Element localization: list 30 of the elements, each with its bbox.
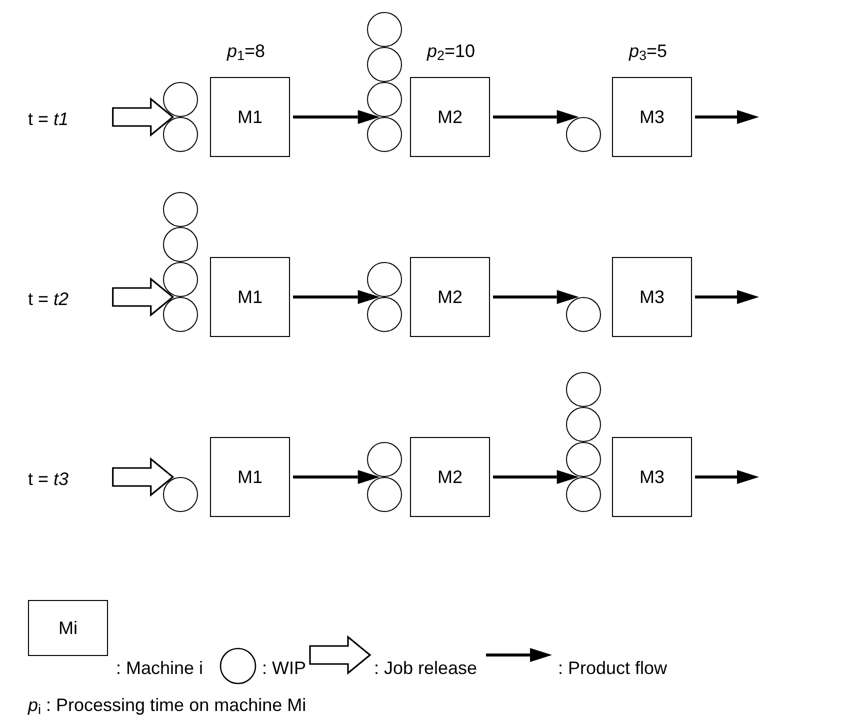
processing-time-label: p$_{3}$=5	[629, 40, 668, 65]
machine-box: M3	[612, 437, 692, 517]
legend-text: : Product flow	[558, 657, 668, 680]
job-release-arrow	[112, 97, 174, 137]
flow-arrow	[695, 470, 759, 484]
legend-text: : Machine i	[116, 657, 204, 680]
time-label: t = t3	[28, 468, 69, 491]
job-release-arrow	[112, 277, 174, 317]
flow-arrow	[493, 470, 579, 484]
job-release-arrow	[112, 457, 174, 497]
legend-text: : Job release	[374, 657, 478, 680]
time-label: t = t1	[28, 108, 69, 131]
flow-arrow	[493, 110, 579, 124]
flow-arrow	[695, 290, 759, 304]
flow-arrow	[493, 290, 579, 304]
legend-machine-sample: Mi	[28, 600, 108, 656]
machine-box: M1	[210, 437, 290, 517]
time-label: t = t2	[28, 288, 69, 311]
flow-arrow	[293, 290, 380, 304]
processing-time-label: p$_{2}$=10	[427, 40, 476, 65]
flow-arrow	[293, 110, 380, 124]
machine-box: M2	[410, 437, 490, 517]
machine-box: M3	[612, 257, 692, 337]
machine-box: M1	[210, 257, 290, 337]
note: p$_{i}$ : Processing time on machine Mi	[28, 694, 306, 719]
legend-text: : WIP	[262, 657, 306, 680]
flow-arrow	[695, 110, 759, 124]
processing-time-label: p$_{1}$=8	[227, 40, 266, 65]
flow-arrow	[293, 470, 380, 484]
machine-box: M2	[410, 257, 490, 337]
